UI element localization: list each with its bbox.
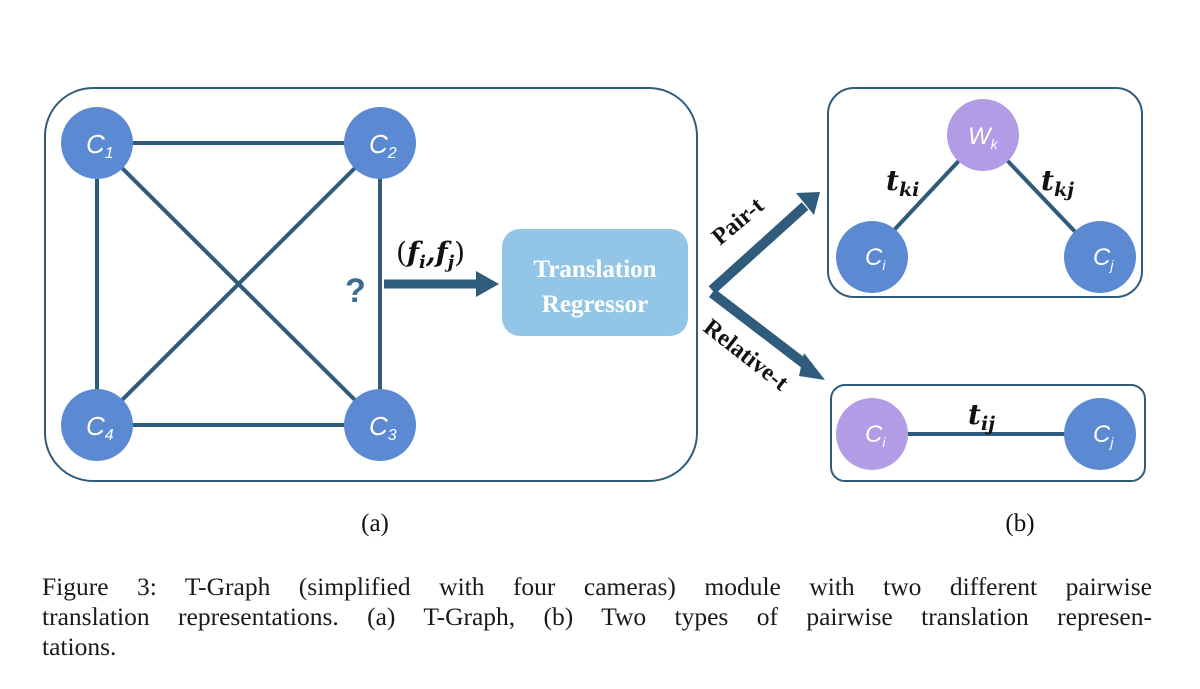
relative-t-label: Relative-t — [698, 314, 793, 396]
panel-a-edges — [95, 141, 382, 427]
svg-text:Ci: Ci — [865, 421, 886, 450]
pair-t-arrow-head — [796, 192, 820, 215]
node-ci-pair: Ci — [836, 221, 908, 293]
feature-arrow-head — [476, 271, 499, 297]
node-cj-pair: Cj — [1064, 221, 1136, 293]
relative-t-arrow — [708, 289, 814, 372]
caption-line-2: translation representations. (a) T-Graph… — [42, 602, 1152, 631]
panel-b-relative-frame — [830, 384, 1146, 482]
svg-text:Wk: Wk — [968, 123, 999, 152]
svg-text:C2: C2 — [369, 129, 397, 162]
branch-arrows — [708, 192, 825, 380]
svg-text:C3: C3 — [369, 411, 397, 444]
sublabel-b: (b) — [1005, 510, 1034, 537]
svg-text:C1: C1 — [86, 129, 114, 162]
regressor-line1: Translation — [533, 256, 656, 283]
node-c2: C2 — [344, 107, 416, 179]
pair-t-arrow — [708, 202, 809, 294]
edge-c2-c4 — [95, 141, 382, 427]
figure-caption: Figure 3: T-Graph (simplified with four … — [42, 572, 1152, 662]
caption-line-1: Figure 3: T-Graph (simplified with four … — [42, 572, 1152, 601]
svg-text:Cj: Cj — [1093, 244, 1114, 273]
panel-b-pair-frame — [827, 87, 1143, 298]
svg-text:C4: C4 — [86, 411, 114, 444]
edge-label-tij: tij — [968, 398, 995, 435]
node-cj-relative: Cj — [1064, 398, 1136, 470]
edge-label-tkj: tkj — [1041, 164, 1074, 201]
svg-text:Ci: Ci — [865, 244, 886, 273]
regressor-line2: Regressor — [542, 291, 648, 318]
relative-t-arrow-head — [799, 353, 825, 380]
node-wk: Wk — [947, 99, 1019, 171]
node-c3: C3 — [344, 389, 416, 461]
node-ci-relative: Ci — [836, 398, 908, 470]
caption-line-3: tations. — [42, 632, 117, 661]
node-c4: C4 — [61, 389, 133, 461]
unknown-translation-question-mark: ? — [345, 272, 366, 310]
feature-pair-label: (fi,fj) — [396, 236, 465, 273]
sublabel-a: (a) — [361, 510, 389, 537]
node-c1: C1 — [61, 107, 133, 179]
panel-a-frame — [44, 87, 698, 482]
translation-regressor-box: Translation Regressor — [502, 229, 688, 336]
svg-text:Cj: Cj — [1093, 421, 1114, 450]
edge-label-tki: tki — [886, 164, 919, 201]
